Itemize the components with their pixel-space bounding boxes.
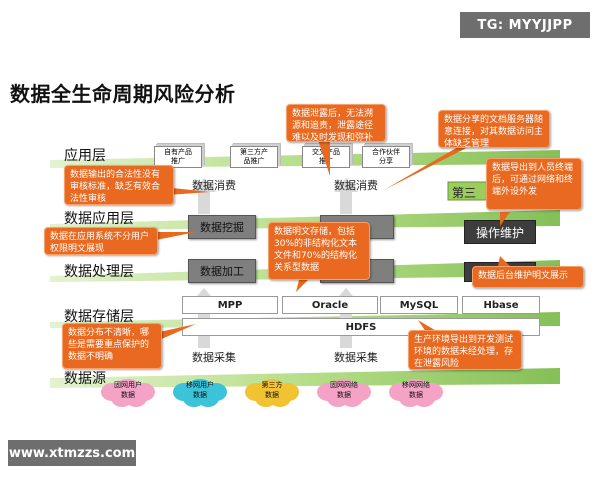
product-box-third-party: 第三方产 品推广 — [230, 146, 278, 168]
watermark-bottom: www.xtmzzs.com — [8, 440, 136, 466]
callout-distribution: 数据分布不清晰，哪些是需要重点保护的数据不明确 — [62, 323, 162, 369]
callout-ops-plain: 数据后台维护明文展示 — [472, 266, 584, 288]
source-cloud-2 — [245, 379, 299, 407]
source-cloud-0 — [101, 379, 155, 407]
watermark-top: TG: MYYJJPP — [460, 12, 590, 38]
collect-label-2: 数据采集 — [334, 351, 378, 364]
data-source-clouds — [101, 379, 443, 407]
callout-leak: 数据泄露后，无法溯源和追责，泄露途径难以及时发现和弥补 — [286, 104, 386, 143]
source-label-3: 固网网络数据 — [330, 381, 358, 399]
db-mysql: MySQL — [380, 296, 458, 314]
callout-test-env: 生产环境导出到开发测试环境的数据未经处理，存在泄露风险 — [408, 330, 522, 370]
source-cloud-4 — [389, 379, 443, 407]
layer-label-processing: 数据处理层 — [64, 264, 134, 280]
layer-label-app: 应用层 — [64, 148, 106, 164]
product-box-partner: 合作伙伴 分享 — [362, 146, 410, 168]
source-label-0: 固网用户数据 — [114, 381, 142, 399]
consume-label-2: 数据消费 — [334, 179, 378, 192]
callout-plain-storage: 数据明文存储，包括30%的非结构化文本文件和70%的结构化关系型数据 — [268, 222, 370, 280]
db-oracle: Oracle — [282, 296, 378, 314]
layer-label-data-app: 数据应用层 — [64, 211, 134, 227]
layer-label-storage: 数据存储层 — [64, 309, 134, 325]
source-cloud-1 — [173, 379, 227, 407]
page-title: 数据全生命周期风险分析 — [10, 82, 236, 106]
callout-export-audit: 数据输出的合法性没有审核标准，缺乏有效合法性审核 — [64, 165, 174, 205]
db-mpp: MPP — [182, 296, 278, 314]
callout-download: 数据导出到人员终端后，可通过网络和终端外设外发 — [486, 158, 582, 210]
callout-share: 数据分享的文档服务器随意连接，对其数据访问主体缺乏管理 — [438, 110, 550, 149]
source-label-2: 第三方数据 — [261, 381, 283, 399]
source-label-1: 移网用户数据 — [186, 381, 214, 399]
callout-app-plain: 数据在应用系统不分用户权限明文展现 — [44, 227, 158, 255]
data-mining-box: 数据挖掘 — [188, 215, 256, 239]
collect-label-1: 数据采集 — [192, 351, 236, 364]
third-party-label: 第三 — [452, 186, 477, 200]
source-label-4: 移网网络数据 — [402, 381, 430, 399]
consume-label-1: 数据消费 — [192, 179, 236, 192]
layer-label-source: 数据源 — [64, 371, 106, 387]
db-hbase: Hbase — [462, 296, 540, 314]
data-processing-box: 数据加工 — [188, 259, 256, 283]
source-cloud-3 — [317, 379, 371, 407]
source-layer-band — [50, 368, 560, 388]
data-app-layer-band — [50, 210, 560, 230]
product-box-own: 自有产品 推广 — [154, 146, 202, 168]
